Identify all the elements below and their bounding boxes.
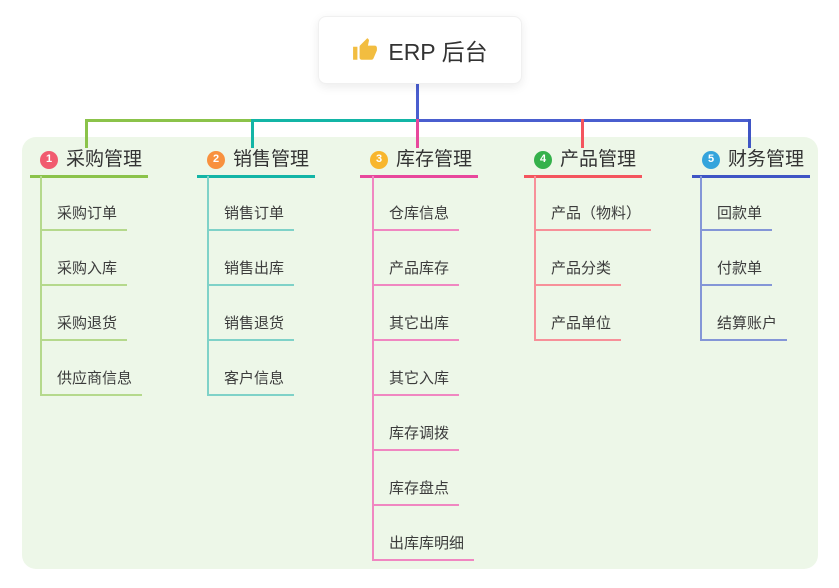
child-node[interactable]: 销售出库 — [207, 260, 295, 286]
branch-label: 销售管理 — [233, 149, 310, 170]
child-node[interactable]: 结算账户 — [700, 315, 788, 341]
thumbs-up-icon — [352, 37, 378, 63]
child-node[interactable]: 其它入库 — [372, 370, 460, 396]
child-node[interactable]: 产品单位 — [534, 315, 622, 341]
branch-badge: 4 — [534, 150, 552, 169]
branch-header-inventory[interactable]: 3 库存管理 — [360, 149, 478, 178]
branch-vline — [40, 176, 42, 396]
child-node[interactable]: 付款单 — [700, 260, 773, 286]
branch-badge: 2 — [207, 150, 225, 169]
root-node[interactable]: ERP 后台 — [318, 16, 522, 84]
branches-panel — [22, 137, 818, 569]
drop-line-sales — [251, 119, 254, 148]
child-node[interactable]: 回款单 — [700, 205, 773, 231]
child-node[interactable]: 采购入库 — [40, 260, 128, 286]
child-node[interactable]: 库存调拨 — [372, 425, 460, 451]
root-stem-line — [416, 84, 419, 122]
branch-vline — [534, 176, 536, 341]
branch-label: 采购管理 — [66, 149, 143, 170]
branch-header-finance[interactable]: 5 财务管理 — [692, 149, 810, 178]
branch-vline — [372, 176, 374, 561]
child-node[interactable]: 销售订单 — [207, 205, 295, 231]
branch-label: 产品管理 — [560, 149, 637, 170]
branch-vline — [700, 176, 702, 341]
branch-header-product[interactable]: 4 产品管理 — [524, 149, 642, 178]
child-node[interactable]: 出库库明细 — [372, 535, 475, 561]
child-node[interactable]: 销售退货 — [207, 315, 295, 341]
root-label: ERP 后台 — [388, 39, 488, 65]
connector-segment-teal — [252, 119, 417, 122]
branch-label: 财务管理 — [728, 149, 805, 170]
branch-badge: 1 — [40, 150, 58, 169]
branch-badge: 5 — [702, 150, 720, 169]
child-node[interactable]: 客户信息 — [207, 370, 295, 396]
connector-segment-green — [85, 119, 252, 122]
child-node[interactable]: 库存盘点 — [372, 480, 460, 506]
drop-line-inventory — [416, 119, 419, 148]
branch-header-sales[interactable]: 2 销售管理 — [197, 149, 315, 178]
branch-badge: 3 — [370, 150, 388, 169]
connector-segment-blue — [417, 119, 751, 122]
child-node[interactable]: 产品分类 — [534, 260, 622, 286]
child-node[interactable]: 产品库存 — [372, 260, 460, 286]
drop-line-finance — [748, 119, 751, 148]
branch-header-purchase[interactable]: 1 采购管理 — [30, 149, 148, 178]
child-node[interactable]: 仓库信息 — [372, 205, 460, 231]
child-node[interactable]: 采购订单 — [40, 205, 128, 231]
child-node[interactable]: 其它出库 — [372, 315, 460, 341]
child-node[interactable]: 供应商信息 — [40, 370, 143, 396]
child-node[interactable]: 采购退货 — [40, 315, 128, 341]
branch-vline — [207, 176, 209, 396]
branch-label: 库存管理 — [396, 149, 473, 170]
child-node[interactable]: 产品（物料） — [534, 205, 652, 231]
drop-line-purchase — [85, 119, 88, 148]
drop-line-product — [581, 119, 584, 148]
